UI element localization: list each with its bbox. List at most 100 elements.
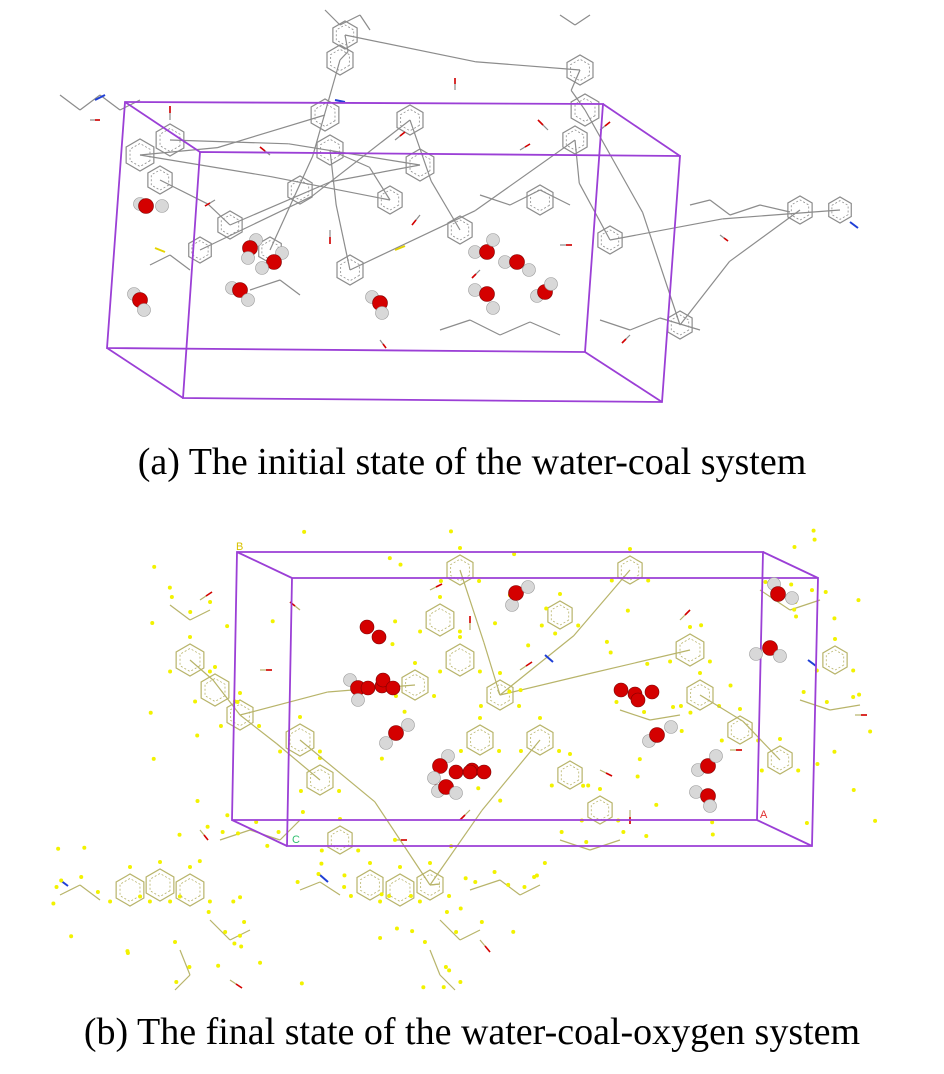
simulation-cell-box bbox=[231, 551, 819, 847]
bond bbox=[699, 694, 744, 722]
hydrogen-atom bbox=[216, 963, 221, 968]
hydrogen-atom bbox=[342, 873, 347, 878]
oxygen-atom bbox=[644, 684, 660, 700]
bond bbox=[659, 317, 701, 331]
hydrogen-atom bbox=[728, 683, 733, 688]
hydrogen-atom bbox=[138, 894, 143, 899]
caption-initial-state: (a) The initial state of the water-coal … bbox=[137, 441, 807, 483]
hydrogen-atom bbox=[242, 920, 247, 924]
hydrogen-atom bbox=[241, 293, 255, 307]
aromatic-ring bbox=[310, 98, 340, 132]
bond bbox=[169, 254, 191, 271]
aromatic-ring bbox=[675, 633, 705, 667]
hydrogen-atom bbox=[492, 870, 497, 874]
oxygen-bond bbox=[235, 983, 243, 989]
hydrogen-atom bbox=[408, 894, 413, 898]
hydrogen-atom bbox=[152, 564, 157, 569]
bond bbox=[509, 189, 541, 206]
oxygen-molecule bbox=[359, 619, 387, 645]
hydrogen-atom bbox=[197, 859, 202, 864]
water-molecule bbox=[691, 749, 723, 777]
oxygen-bond bbox=[205, 591, 213, 597]
sulfur-bond bbox=[394, 245, 406, 251]
aromatic-inner bbox=[179, 648, 201, 672]
oxygen-atom bbox=[448, 764, 464, 780]
hydrogen-atom bbox=[558, 592, 562, 596]
bond bbox=[229, 181, 332, 226]
hydrogen-atom bbox=[432, 694, 437, 698]
oxygen-atom bbox=[630, 692, 646, 708]
hydrogen-atom bbox=[438, 595, 442, 599]
hydrogen-atom bbox=[671, 705, 676, 709]
hydrogen-atom bbox=[832, 749, 837, 754]
cell-front-face bbox=[286, 577, 819, 847]
hydrogen-atom bbox=[542, 861, 547, 866]
hydrogen-atom bbox=[206, 910, 211, 914]
bond bbox=[149, 254, 171, 266]
hydrogen-atom bbox=[427, 771, 441, 785]
hydrogen-atom bbox=[458, 749, 463, 753]
bond bbox=[429, 810, 483, 886]
oxygen-atom bbox=[232, 282, 248, 298]
hydrogen-atom bbox=[168, 899, 173, 904]
bond bbox=[124, 101, 201, 153]
bond bbox=[589, 839, 621, 851]
water-molecule bbox=[498, 254, 536, 277]
hydrogen-atom bbox=[576, 623, 581, 628]
hydrogen-atom bbox=[614, 700, 619, 704]
oxygen-bond bbox=[604, 121, 611, 127]
hydrogen-atom bbox=[438, 579, 443, 583]
hydrogen-atom bbox=[258, 960, 263, 965]
bond bbox=[499, 879, 521, 896]
oxygen-atom bbox=[479, 286, 495, 302]
bond bbox=[189, 659, 214, 681]
hydrogen-atom bbox=[518, 749, 523, 753]
hydrogen-atom bbox=[316, 872, 321, 876]
hydrogen-atom bbox=[238, 691, 242, 695]
bond bbox=[619, 709, 651, 721]
aromatic-ring bbox=[822, 645, 848, 675]
hydrogen-atom bbox=[208, 600, 213, 604]
aromatic-ring bbox=[787, 195, 813, 225]
bond bbox=[629, 317, 661, 331]
oxygen-bond bbox=[684, 609, 691, 616]
hydrogen-atom bbox=[418, 629, 423, 634]
hydrogen-atom bbox=[477, 669, 482, 674]
bond bbox=[79, 94, 101, 111]
hydrogen-atom bbox=[270, 619, 275, 624]
bond bbox=[439, 319, 471, 331]
hydrogen-atom bbox=[458, 980, 463, 984]
coal-molecule-bonds bbox=[59, 9, 859, 349]
sulfur-bond bbox=[154, 247, 166, 253]
hydrogen-atom bbox=[402, 709, 407, 714]
oxygen-bond bbox=[484, 945, 491, 953]
bond bbox=[602, 103, 681, 157]
nitrogen-bond bbox=[544, 654, 554, 663]
hydrogen-atom bbox=[393, 619, 398, 624]
hydrogen-atom bbox=[449, 786, 463, 800]
oxygen-atom bbox=[462, 764, 478, 780]
hydrogen-atom bbox=[265, 843, 270, 848]
hydrogen-atom bbox=[79, 875, 84, 879]
bond bbox=[335, 204, 351, 271]
cell-label-a: A bbox=[760, 809, 768, 821]
aromatic-ring bbox=[570, 93, 600, 127]
hydrogen-atom bbox=[174, 980, 179, 984]
bond bbox=[374, 801, 431, 886]
oxygen-atom bbox=[508, 585, 524, 601]
hydrogen-atom bbox=[379, 756, 384, 761]
aromatic-inner bbox=[405, 673, 425, 697]
aromatic-inner bbox=[230, 703, 250, 727]
hydrogen-atom bbox=[300, 810, 305, 814]
hydrogen-atom bbox=[195, 798, 200, 803]
hydrogen-atoms bbox=[51, 528, 878, 990]
aromatic-inner bbox=[730, 719, 750, 741]
bond bbox=[339, 51, 349, 61]
hydrogen-atom bbox=[337, 789, 342, 793]
bond bbox=[459, 569, 485, 643]
bond bbox=[609, 218, 723, 241]
aromatic-inner bbox=[831, 200, 849, 220]
oxygen-atom bbox=[649, 727, 665, 743]
aromatic-inner bbox=[490, 683, 510, 707]
aromatic-inner bbox=[330, 829, 350, 851]
